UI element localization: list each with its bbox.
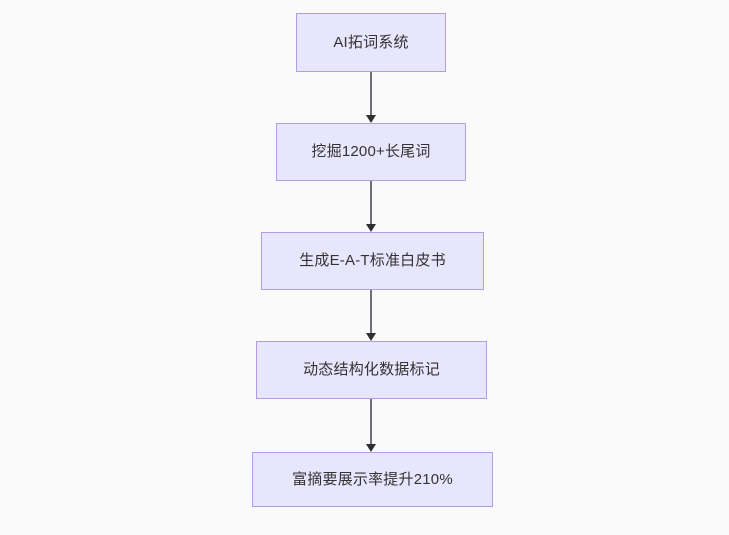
flow-node-label: 动态结构化数据标记 [303, 361, 440, 378]
arrow-line [370, 72, 372, 116]
flow-node-rich-snippet-uplift[interactable]: 富摘要展示率提升210% [252, 452, 493, 507]
arrow-head-icon [366, 444, 376, 452]
flow-node-ai-keyword-system[interactable]: AI拓词系统 [296, 13, 446, 72]
arrow-head-icon [366, 224, 376, 232]
arrow-line [370, 290, 372, 334]
flow-node-label: 挖掘1200+长尾词 [311, 143, 431, 160]
flow-node-label: 富摘要展示率提升210% [292, 470, 453, 488]
flow-node-dynamic-structured-data[interactable]: 动态结构化数据标记 [256, 341, 487, 399]
arrow-head-icon [366, 115, 376, 123]
arrow-line [370, 181, 372, 225]
flow-node-mine-longtail-keywords[interactable]: 挖掘1200+长尾词 [276, 123, 466, 181]
flow-node-label: 生成E-A-T标准白皮书 [299, 252, 446, 269]
flow-node-generate-eat-whitepaper[interactable]: 生成E-A-T标准白皮书 [261, 232, 484, 290]
arrow-line [370, 399, 372, 445]
arrow-head-icon [366, 333, 376, 341]
flow-node-label: AI拓词系统 [333, 33, 409, 51]
